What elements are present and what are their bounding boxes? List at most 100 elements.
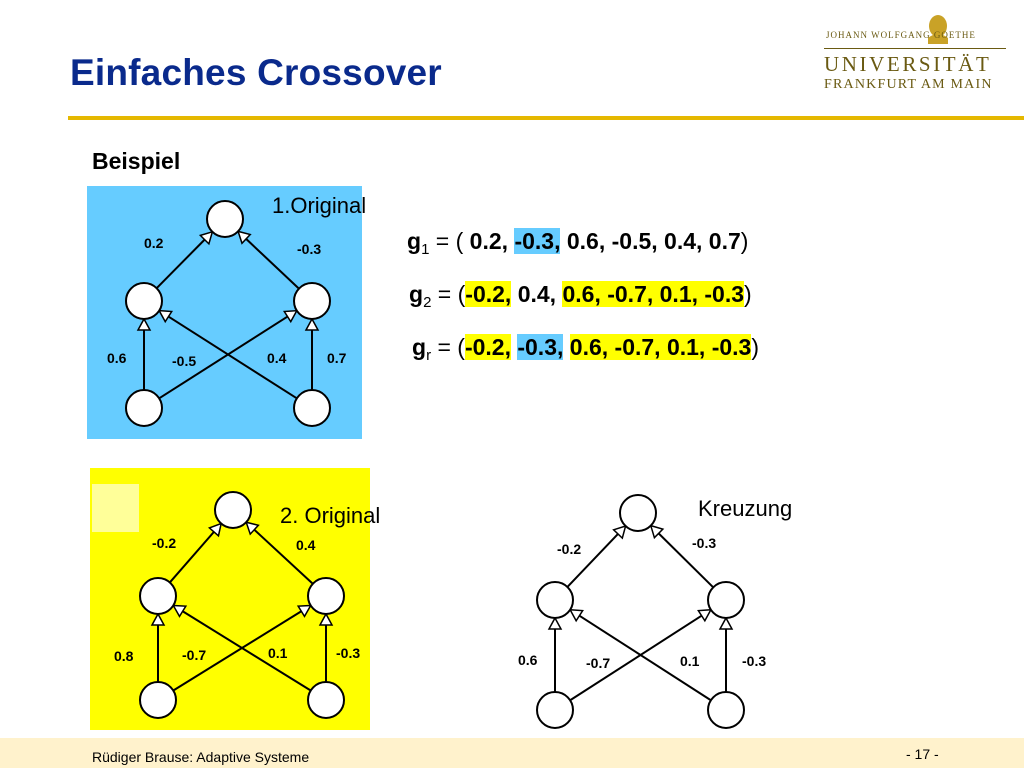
equation-gr: gr = (-0.2, -0.3, 0.6, -0.7, 0.1, -0.3)	[412, 334, 759, 364]
arrow-head	[150, 612, 166, 626]
network-2-label: 2. Original	[280, 503, 381, 528]
panel-highlight-spot	[92, 484, 139, 532]
equation-open: = (	[437, 281, 466, 307]
arrow-head	[568, 608, 584, 623]
input-neuron-left	[125, 389, 163, 427]
page-number: - 17 -	[906, 746, 939, 762]
gene-2-highlight: -0.3,	[517, 334, 564, 360]
logo-line-3: FRANKFURT AM MAIN	[824, 77, 993, 92]
arrow-head	[171, 604, 188, 618]
arrow-head	[304, 317, 320, 331]
input-neuron-right	[707, 691, 745, 729]
logo-line-2: UNIVERSITÄT	[824, 52, 992, 76]
weight-cross-left: -0.7	[182, 647, 206, 663]
equation-symbol: g	[407, 228, 422, 254]
weight-cross-left: -0.7	[586, 655, 610, 671]
weight-cross-left: -0.5	[172, 353, 196, 369]
gene-2: 0.4,	[517, 281, 557, 307]
equation-symbol: g	[412, 334, 427, 360]
hidden-neuron-right	[293, 282, 331, 320]
arrow-head	[318, 612, 334, 626]
network-1-label: 1.Original	[272, 193, 367, 218]
genes-rest-highlight: 0.6, -0.7, 0.1, -0.3	[569, 334, 752, 360]
equation-close: )	[751, 334, 760, 360]
genes-rest-highlight: 0.6, -0.7, 0.1, -0.3	[562, 281, 745, 307]
hidden-neuron-left	[139, 577, 177, 615]
hidden-neuron-right	[307, 577, 345, 615]
equation-close: )	[740, 228, 749, 254]
arrow-head	[136, 317, 152, 331]
connection-line	[253, 528, 314, 585]
arrow-head	[245, 521, 260, 536]
footer-bar	[0, 738, 1024, 768]
arrow-head	[207, 522, 223, 538]
equation-g1: g1 = ( 0.2, -0.3, 0.6, -0.5, 0.4, 0.7)	[407, 228, 748, 258]
weight-right: -0.3	[336, 645, 360, 661]
university-logo: JOHANN WOLFGANG GOETHE UNIVERSITÄT FRANK…	[812, 8, 1012, 98]
connection-line	[569, 614, 703, 702]
weight-top-left: -0.2	[557, 541, 581, 557]
arrow-head	[236, 230, 252, 245]
network-1-diagram: 0.2 -0.3 0.6 -0.5 0.4 0.7	[107, 200, 347, 427]
input-neuron-right	[293, 389, 331, 427]
equation-subscript: 1	[421, 241, 430, 258]
hidden-neuron-left	[536, 581, 574, 619]
arrow-head	[296, 604, 313, 618]
weight-top-right: -0.3	[692, 535, 716, 551]
connection-line	[172, 610, 302, 692]
weight-top-left: 0.2	[144, 235, 164, 251]
weight-right: 0.7	[327, 350, 347, 366]
weight-top-left: -0.2	[152, 535, 176, 551]
weight-cross-right: 0.1	[680, 653, 700, 669]
equation-open: = (	[435, 228, 470, 254]
weight-left: 0.8	[114, 648, 134, 664]
equation-open: = (	[437, 334, 465, 360]
weight-left: 0.6	[107, 350, 127, 366]
network-crossover-diagram: -0.2 -0.3 0.6 -0.7 0.1 -0.3	[518, 494, 766, 729]
equation-close: )	[744, 281, 752, 307]
gene-1-highlight: -0.2,	[465, 281, 512, 307]
gene-2-highlight: -0.3,	[514, 228, 561, 254]
connection-line	[167, 315, 298, 400]
equation-subscript: 2	[423, 294, 432, 311]
output-neuron	[214, 491, 252, 529]
connection-line	[158, 315, 289, 400]
weight-cross-right: 0.4	[267, 350, 287, 366]
input-neuron-left	[139, 681, 177, 719]
arrow-head	[697, 608, 713, 623]
hidden-neuron-right	[707, 581, 745, 619]
arrow-head	[649, 524, 665, 540]
weight-top-right: -0.3	[297, 241, 321, 257]
connection-line	[169, 531, 215, 584]
network-crossover-label: Kreuzung	[698, 496, 793, 521]
genes-rest: 0.6, -0.5, 0.4, 0.7	[566, 228, 741, 254]
network-2-diagram: -0.2 0.4 0.8 -0.7 0.1 -0.3	[114, 491, 360, 719]
connection-line	[245, 238, 300, 290]
arrow-head	[283, 309, 299, 324]
footer-author: Rüdiger Brause: Adaptive Systeme	[92, 749, 310, 765]
slide-title: Einfaches Crossover	[70, 52, 442, 93]
hidden-neuron-left	[125, 282, 163, 320]
weight-right: -0.3	[742, 653, 766, 669]
connection-line	[578, 614, 712, 702]
gene-1-highlight: -0.2,	[464, 334, 511, 360]
equation-g2: g2 = (-0.2, 0.4, 0.6, -0.7, 0.1, -0.3)	[409, 281, 752, 311]
weight-cross-right: 0.1	[268, 645, 288, 661]
gene-1: 0.2,	[469, 228, 509, 254]
input-neuron-right	[307, 681, 345, 719]
arrow-head	[612, 524, 627, 540]
logo-line-1: JOHANN WOLFGANG GOETHE	[826, 30, 976, 40]
arrow-head	[547, 616, 563, 630]
arrow-head	[157, 309, 173, 324]
weight-left: 0.6	[518, 652, 538, 668]
equation-subscript: r	[426, 347, 432, 364]
input-neuron-left	[536, 691, 574, 729]
title-divider	[68, 116, 1024, 120]
goethe-portrait-icon	[928, 15, 948, 44]
arrow-head	[198, 230, 214, 246]
output-neuron	[206, 200, 244, 238]
section-subtitle: Beispiel	[92, 148, 181, 174]
connection-line	[182, 610, 312, 692]
connection-line	[155, 238, 206, 289]
connection-line	[566, 533, 619, 588]
